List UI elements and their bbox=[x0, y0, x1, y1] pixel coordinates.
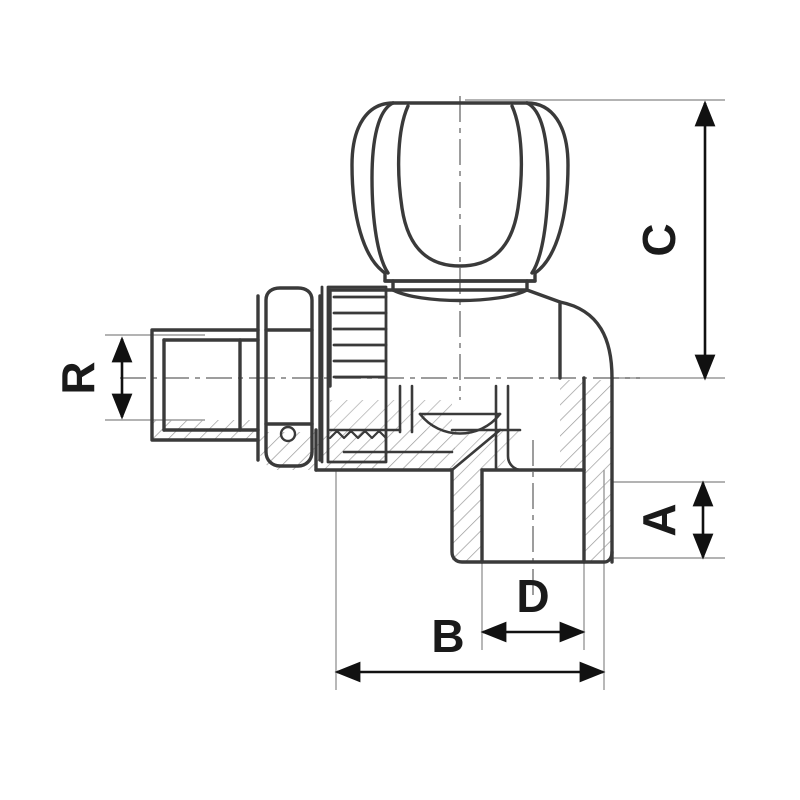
dim-d-label: D bbox=[516, 570, 549, 622]
internal-bore-right bbox=[506, 384, 524, 472]
dimension-c: C bbox=[633, 100, 716, 381]
dim-b-label: B bbox=[431, 610, 464, 662]
handle-stem-collar bbox=[391, 279, 529, 303]
hatch-outlet-right-wall bbox=[584, 470, 612, 562]
hatch-hexnut-lower bbox=[258, 432, 316, 470]
collar-outline bbox=[391, 279, 529, 292]
knob-center-lobe bbox=[396, 104, 524, 268]
oring-detail bbox=[279, 425, 297, 443]
knurled-ring bbox=[320, 285, 388, 464]
drawing-layer-centerlines bbox=[120, 96, 640, 600]
drawing-layer-extension-lines bbox=[105, 99, 725, 690]
elbow-outer-arc bbox=[558, 300, 614, 380]
outlet-outline bbox=[450, 468, 614, 564]
dim-r-label: R bbox=[52, 361, 104, 394]
valve-internals bbox=[328, 384, 524, 472]
hatch-elbow-right-wall bbox=[560, 380, 612, 470]
hex-nut bbox=[256, 286, 322, 468]
hatch-seat-wedge bbox=[452, 430, 520, 470]
inlet-pipe-outline bbox=[150, 328, 260, 442]
dim-a-label: A bbox=[633, 503, 685, 536]
dim-c-label: C bbox=[633, 223, 685, 256]
elbow-curve bbox=[558, 300, 614, 564]
knob-flute-right-inner bbox=[525, 101, 550, 275]
dimension-a: A bbox=[633, 480, 714, 560]
knurl-ring-outline bbox=[326, 285, 388, 464]
dimension-r: R bbox=[52, 336, 133, 420]
outlet-port bbox=[450, 468, 614, 564]
thread-profile-inlet bbox=[328, 429, 388, 440]
knob-outer-right bbox=[525, 101, 570, 275]
hatch-body-seat bbox=[330, 400, 452, 430]
handle-knob bbox=[350, 101, 570, 283]
dimension-d: D bbox=[480, 570, 586, 643]
dimension-b: B bbox=[334, 610, 606, 683]
knob-flute-left-inner bbox=[370, 101, 395, 275]
hexnut-outline bbox=[264, 286, 314, 468]
seat-bowl-curve bbox=[418, 412, 502, 435]
body-right-upper-wall bbox=[525, 288, 562, 380]
hatch-outlet-left-wall bbox=[452, 470, 482, 562]
seat-wedge-edge bbox=[450, 428, 502, 472]
knob-outer-left bbox=[350, 101, 395, 275]
collar-lower-curve bbox=[391, 288, 529, 303]
drawing-layer-outlines bbox=[150, 101, 614, 564]
inlet-pipe-thread bbox=[150, 328, 260, 442]
